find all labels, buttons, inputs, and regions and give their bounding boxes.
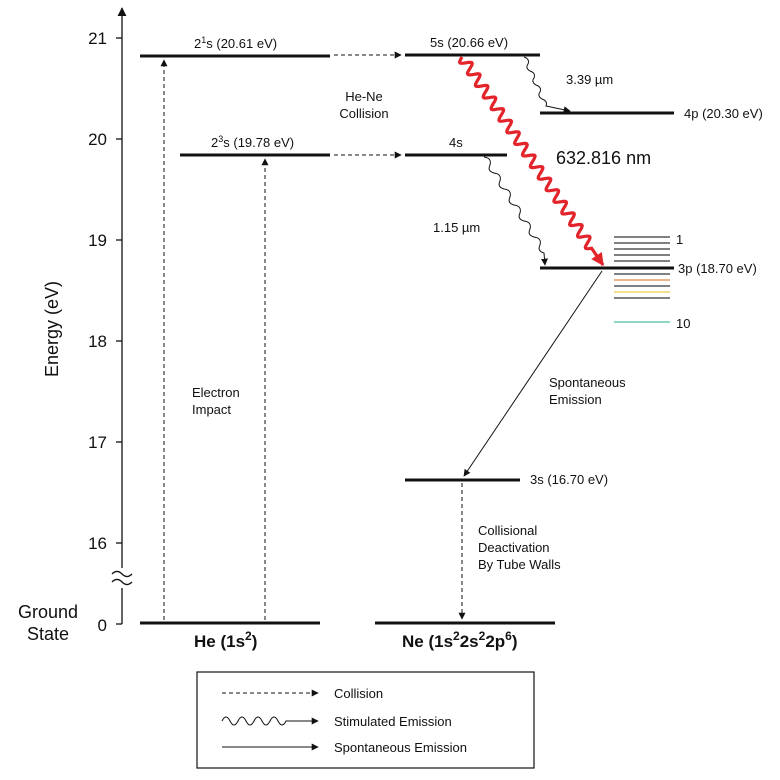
legend-spontaneous-label: Spontaneous Emission: [334, 740, 467, 755]
deactivation-label-3: By Tube Walls: [478, 557, 561, 572]
tick-label-17: 17: [88, 433, 107, 452]
electron-impact-label-1: Electron: [192, 385, 240, 400]
legend: Collision Stimulated Emission Spontaneou…: [196, 671, 535, 769]
spontaneous-label-2: Emission: [549, 392, 602, 407]
wavelength-1-15um: 1.15 µm: [433, 220, 480, 235]
electron-impact-label-2: Impact: [192, 402, 231, 417]
ne-5s-label: 5s (20.66 eV): [430, 35, 508, 50]
wavelength-632-8nm: 632.816 nm: [556, 148, 651, 168]
ne-3p-label: 3p (18.70 eV): [678, 261, 757, 276]
collision-label-1: He-Ne: [345, 89, 383, 104]
spontaneous-label-1: Spontaneous: [549, 375, 626, 390]
axis-break-icon: [111, 570, 133, 586]
stimulated-1-15um-arrow: [483, 156, 548, 266]
deactivation-label-2: Deactivation: [478, 540, 550, 555]
axis-title: Energy (eV): [42, 281, 62, 377]
legend-stimulated-label: Stimulated Emission: [334, 714, 452, 729]
tick-label-0: 0: [98, 616, 107, 635]
ne-4s-label: 4s: [449, 135, 463, 150]
spontaneous-emission-arrow: [463, 270, 603, 477]
ne-4p-label: 4p (20.30 eV): [684, 106, 763, 121]
sublevel-label-1: 1: [676, 232, 683, 247]
wavelength-3-39um: 3.39 µm: [566, 72, 613, 87]
legend-box: [196, 671, 535, 769]
legend-collision-label: Collision: [334, 686, 383, 701]
tick-label-20: 20: [88, 130, 107, 149]
deactivation-label-1: Collisional: [478, 523, 537, 538]
energy-axis: 21 20 19 18 17 16 0 Energy (eV) Ground S…: [18, 7, 133, 644]
he-ground-label: He (1s2): [194, 629, 257, 651]
collision-label-2: Collision: [339, 106, 388, 121]
annotations: He-Ne Collision Electron Impact 3.39 µm …: [192, 72, 651, 572]
ne-3s-label: 3s (16.70 eV): [530, 472, 608, 487]
tick-label-21: 21: [88, 29, 107, 48]
stimulated-3-39um-arrow: [523, 56, 571, 114]
helium-levels: 21s (20.61 eV) 23s (19.78 eV) He (1s2): [140, 35, 330, 651]
tick-label-19: 19: [88, 231, 107, 250]
laser-632-8nm-arrow: [457, 56, 605, 267]
ground-state-label-2: State: [27, 624, 69, 644]
neon-levels: 5s (20.66 eV) 4s 4p (20.30 eV) 3p (18.70…: [375, 35, 763, 651]
transitions: [160, 51, 605, 620]
sublevel-label-10: 10: [676, 316, 690, 331]
he-2-3s-label: 23s (19.78 eV): [211, 134, 294, 150]
ne-3p-sublevels: [614, 236, 670, 323]
he-2-1s-label: 21s (20.61 eV): [194, 35, 277, 51]
legend-stimulated-sample: [221, 716, 319, 726]
tick-label-16: 16: [88, 534, 107, 553]
ne-ground-label: Ne (1s22s22p6): [402, 629, 518, 651]
tick-label-18: 18: [88, 332, 107, 351]
ground-state-label-1: Ground: [18, 602, 78, 622]
